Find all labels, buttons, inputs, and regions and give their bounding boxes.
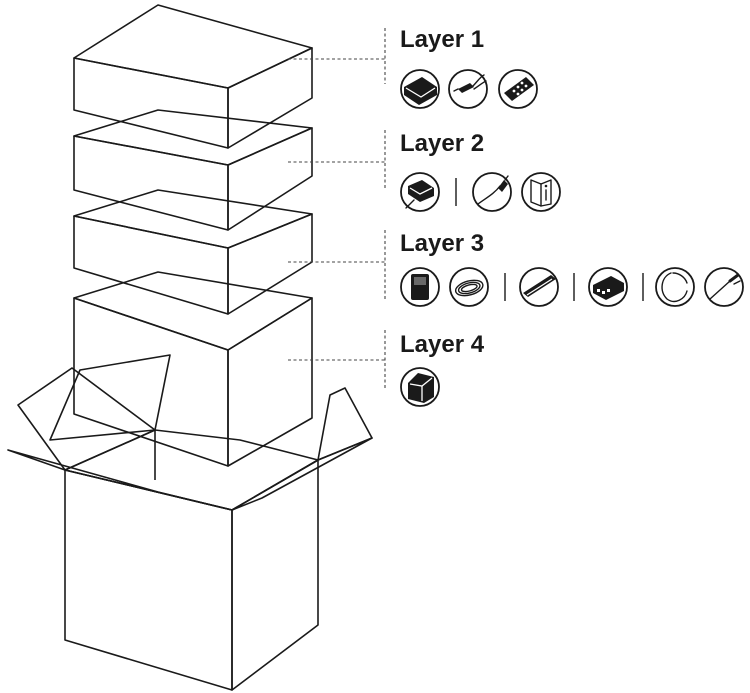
layer-2-box-side: [227, 127, 313, 231]
layer-3-box-top: [73, 189, 313, 249]
probe-icon: [704, 267, 744, 307]
ring-cable-icon: [655, 267, 695, 307]
leader-layer-1: [288, 28, 386, 84]
layer-3-title: Layer 3: [400, 230, 484, 257]
power-cord-icon: [472, 172, 512, 212]
leader-layer-3: [288, 230, 386, 300]
layer-1-title: Layer 1: [400, 26, 484, 53]
carton-front-face: [64, 469, 233, 691]
remote-control-icon: [498, 69, 538, 109]
layer-1-box-front: [73, 57, 229, 149]
open-carton: [7, 354, 373, 691]
carton-right-face: [231, 459, 319, 691]
leader-layer-4: [288, 330, 386, 388]
module-box-icon: [588, 267, 628, 307]
layer-2-title: Layer 2: [400, 130, 484, 157]
layer-3-box-side: [227, 213, 313, 315]
layer-3-box: [73, 189, 313, 315]
layer-4-box: [73, 271, 313, 467]
subwoofer-icon: [400, 367, 440, 407]
layer-1-box-top: [73, 4, 313, 89]
layer-1-box: [73, 4, 313, 149]
carton-back-panel: [64, 429, 319, 511]
layer-2-box-top: [73, 109, 313, 166]
carton-front-flap: [7, 449, 233, 511]
carton-left-flap: [17, 367, 156, 471]
carton-front-right-flap: [231, 437, 373, 511]
adapter-icon: [400, 172, 440, 212]
leader-layer-2: [288, 130, 386, 190]
layer-4-title: Layer 4: [400, 331, 485, 358]
speaker-unit-icon: [400, 267, 440, 307]
layer-3-box-front: [73, 215, 229, 315]
layer-4-box-top: [73, 271, 313, 351]
manual-icon: [521, 172, 561, 212]
tray-icon: [400, 69, 440, 109]
leader-lines: [288, 28, 386, 388]
carton-back-flap: [49, 354, 171, 441]
cable-icon: [448, 69, 488, 109]
layer-2-box: [73, 109, 313, 231]
soundbar-icon: [519, 267, 559, 307]
coiled-cable-icon: [449, 267, 489, 307]
